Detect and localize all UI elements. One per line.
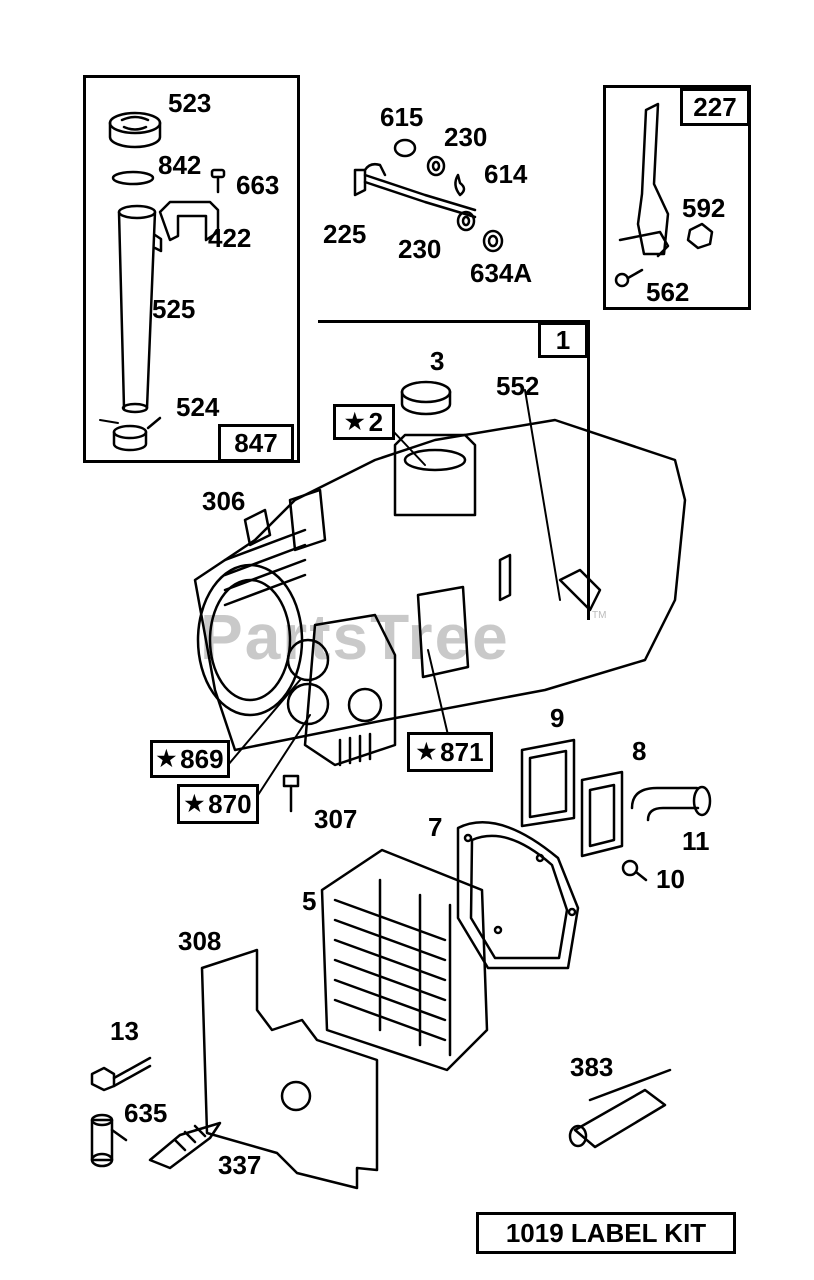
callout-552: 552: [496, 371, 540, 401]
dipstick-seal-524: [112, 416, 162, 452]
screw-562: [614, 268, 644, 288]
callout-308: 308: [178, 926, 222, 956]
callout-13: 13: [110, 1016, 139, 1046]
label-kit-box: 1019 LABEL KIT: [476, 1212, 736, 1254]
leader-lines: [99, 389, 561, 796]
seal-3: [400, 380, 452, 416]
bolt-13: [90, 1056, 152, 1092]
clip-615: [393, 138, 417, 158]
bracket-422: [158, 200, 220, 242]
callout-306: 306: [202, 486, 246, 516]
nut-592: [686, 222, 714, 250]
fitting-635: [90, 1113, 128, 1168]
kit-383: [568, 1068, 672, 1149]
boxed-callout-847-text: 847: [234, 428, 278, 458]
callout-307: 307: [314, 804, 358, 834]
star-icon: ★: [344, 409, 365, 434]
callout-523: 523: [168, 88, 212, 118]
callout-635: 635: [124, 1098, 168, 1128]
shield-308: [200, 948, 379, 1190]
washer-230-top: [426, 155, 446, 177]
boxed-callout-871: ★ 871: [407, 732, 493, 772]
boxed-callout-1-text: 1: [555, 325, 571, 355]
callout-383: 383: [570, 1052, 614, 1082]
governor-shaft-225: [353, 162, 477, 219]
gasket-9: [520, 738, 576, 828]
boxed-callout-870-text: 870: [208, 789, 252, 819]
dipstick-group-frame: [83, 75, 300, 463]
callout-11: 11: [682, 826, 710, 856]
breather-8: [580, 770, 624, 858]
breather-tube-11: [630, 785, 712, 822]
screw-663: [210, 168, 226, 194]
boxed-callout-847: 847: [218, 424, 294, 462]
callout-225: 225: [323, 219, 367, 249]
callout-8: 8: [632, 736, 647, 766]
screw-307: [282, 774, 300, 813]
callout-614: 614: [484, 159, 528, 189]
callout-7: 7: [428, 812, 443, 842]
spark-plug-337: [148, 1121, 222, 1170]
seal-634a: [482, 229, 504, 253]
callout-3: 3: [430, 346, 445, 376]
callout-230-top: 230: [444, 122, 488, 152]
dipstick-tube-525: [117, 204, 163, 414]
screw-10: [621, 859, 648, 882]
boxed-callout-1: 1: [538, 322, 588, 358]
star-icon: ★: [156, 746, 177, 771]
governor-lever-227: [618, 102, 670, 258]
watermark-trademark: TM: [592, 610, 607, 621]
boxed-callout-2: ★ 2: [333, 404, 395, 440]
cylinder-block-1: [193, 418, 687, 767]
boxed-callout-870: ★ 870: [177, 784, 259, 824]
oring-842: [111, 170, 155, 186]
callout-230-bottom: 230: [398, 234, 442, 264]
boxed-callout-869-text: 869: [180, 744, 224, 774]
callout-9: 9: [550, 703, 565, 733]
label-kit-text: 1019 LABEL KIT: [505, 1218, 707, 1248]
callout-634a: 634A: [470, 258, 533, 288]
watermark: PartsTree: [200, 601, 510, 673]
cylinder-group-frame: [318, 320, 590, 620]
callout-5: 5: [302, 886, 317, 916]
callout-524: 524: [176, 392, 220, 422]
boxed-callout-2-text: 2: [368, 407, 384, 437]
callout-337: 337: [218, 1150, 262, 1180]
bearing-306: [243, 508, 272, 547]
boxed-callout-869: ★ 869: [150, 740, 230, 778]
dipstick-cap-523: [108, 111, 162, 149]
boxed-callout-227-text: 227: [693, 92, 737, 122]
pin-614: [454, 173, 466, 197]
governor-lever-group-frame: [603, 85, 751, 310]
callout-842: 842: [158, 150, 202, 180]
boxed-callout-227: 227: [680, 88, 750, 126]
gasket-7: [456, 821, 580, 970]
cylinder-head-5: [320, 848, 489, 1072]
washer-230-bottom: [456, 210, 476, 232]
callout-592: 592: [682, 193, 726, 223]
boxed-callout-871-text: 871: [440, 737, 484, 767]
callout-663: 663: [236, 170, 280, 200]
star-icon: ★: [416, 739, 437, 764]
callout-525: 525: [152, 294, 196, 324]
callout-562: 562: [646, 277, 690, 307]
callout-615: 615: [380, 102, 424, 132]
star-icon: ★: [184, 791, 205, 816]
callout-422: 422: [208, 223, 252, 253]
callout-10: 10: [656, 864, 685, 894]
